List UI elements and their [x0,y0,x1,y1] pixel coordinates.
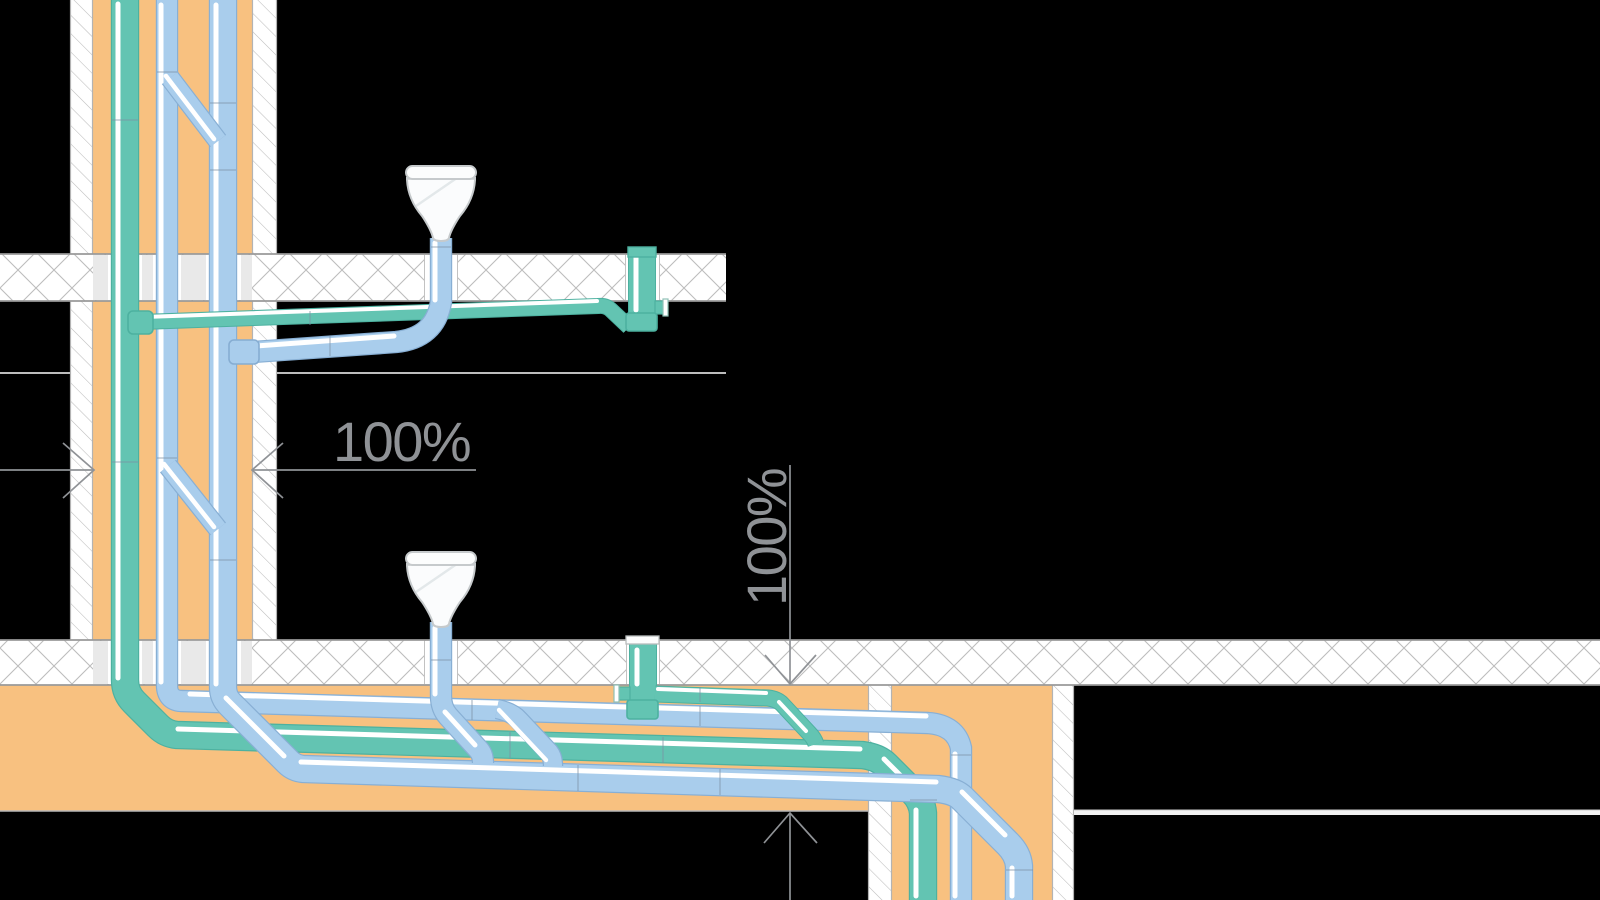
lower-teal-branch-stack [613,635,825,747]
wall-dimension-label: 100% [333,410,470,473]
upper-blue-drain-run [228,238,453,365]
upper-teal-branch-stack [625,246,669,332]
blue-stack-pipe-1 [155,0,973,900]
lower-floor-slab [0,639,1600,686]
floor-thickness-dimension [763,465,818,900]
blue-stack-pipe-2 [208,0,1034,900]
pipe-couplings [112,71,1033,871]
upper-teal-drain-run [127,297,635,335]
run-a-to-run-c-wye [494,698,564,767]
floor-dimension-label: 100% [735,469,798,606]
stack-offset-connector-upper [161,71,227,148]
wall-width-dimension [0,442,476,499]
lower-ceiling-line-right [1074,809,1600,815]
lower-funnel-drain-drop [429,622,495,764]
stack-offset-connector-lower [160,459,226,536]
upper-floor-slab [0,253,726,302]
